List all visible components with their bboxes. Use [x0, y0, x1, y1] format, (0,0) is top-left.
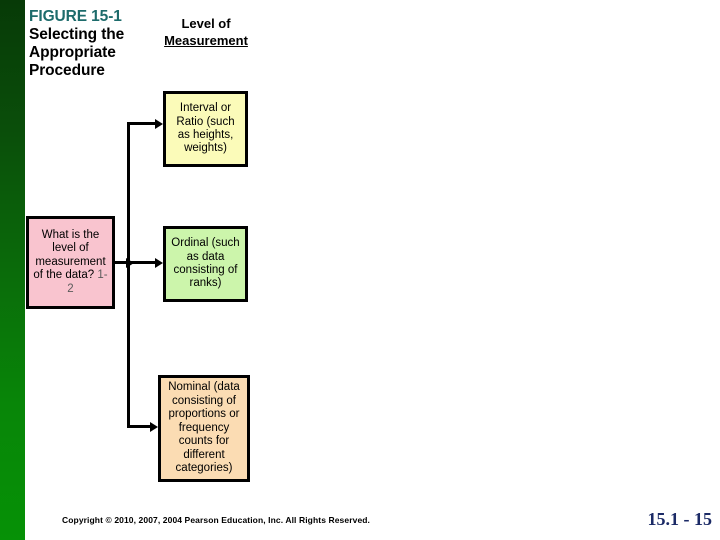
- column-header-line1: Level of: [181, 16, 231, 31]
- page-number: 15.1 - 15: [647, 509, 713, 529]
- connector-question-to-trunk: [115, 261, 130, 264]
- arrowhead-interval: [155, 119, 163, 129]
- left-accent-bar: [0, 0, 25, 540]
- arrowhead-nominal: [150, 422, 158, 432]
- flow-box-question-text: What is the level of measurement of the …: [33, 228, 106, 282]
- flow-box-ordinal-title: Ordinal: [171, 237, 209, 250]
- connector-trunk-vertical: [127, 122, 130, 428]
- figure-label: FIGURE 15-1: [29, 8, 122, 25]
- flow-box-ordinal: Ordinal (such as data consisting of rank…: [163, 226, 248, 302]
- flow-box-nominal: Nominal (data consisting of proportions …: [158, 375, 250, 482]
- connector-branch-ordinal: [129, 261, 157, 264]
- arrowhead-ordinal: [155, 258, 163, 268]
- flow-box-interval-title: Interval or Ratio: [176, 102, 232, 128]
- flow-box-interval-detail: (such as heights, weights): [177, 115, 235, 155]
- flow-box-question-reference: 1-2: [67, 269, 108, 295]
- title-heading: Selecting the Appropriate Procedure: [29, 25, 125, 79]
- flow-box-nominal-detail: (data consisting of proportions or frequ…: [168, 381, 240, 475]
- flow-box-ordinal-detail: (such as data consisting of ranks): [173, 237, 240, 290]
- column-header: Level of Measurement: [148, 16, 264, 49]
- connector-branch-interval: [129, 122, 157, 125]
- column-header-line2: Measurement: [164, 32, 248, 48]
- copyright-notice: Copyright © 2010, 2007, 2004 Pearson Edu…: [62, 515, 371, 525]
- flow-box-interval-ratio: Interval or Ratio (such as heights, weig…: [163, 91, 248, 167]
- connector-branch-nominal: [129, 425, 152, 428]
- flow-box-nominal-title: Nominal: [168, 381, 211, 394]
- flow-box-question: What is the level of measurement of the …: [26, 216, 115, 309]
- page-title: FIGURE 15-1 Selecting the Appropriate Pr…: [29, 8, 159, 80]
